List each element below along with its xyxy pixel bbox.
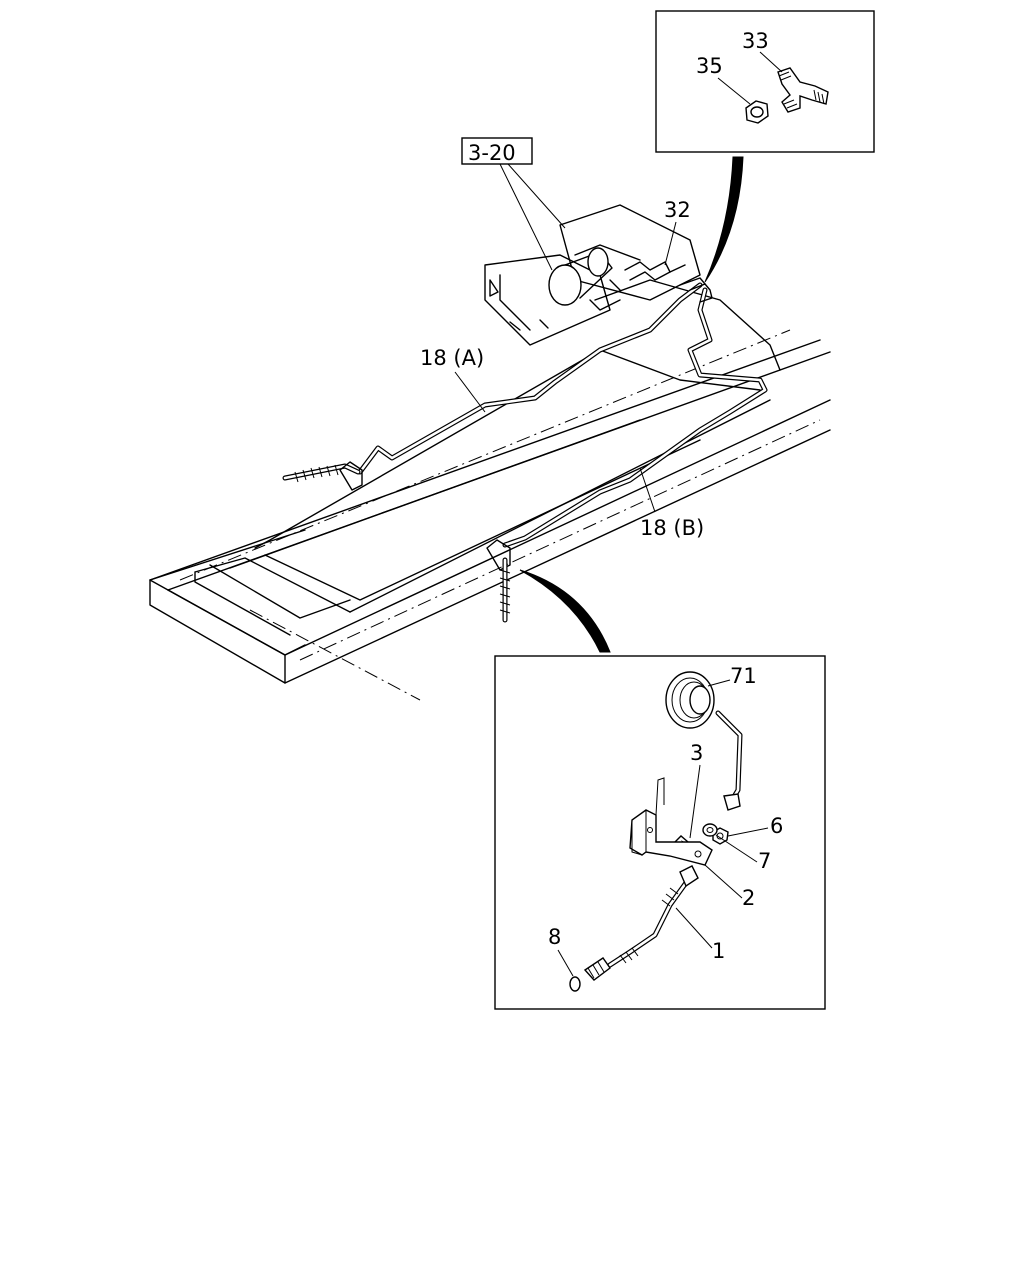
o-ring-8 xyxy=(569,976,581,992)
label-18b: 18 (B) xyxy=(640,516,704,540)
grommet-71 xyxy=(665,671,715,729)
label-1: 1 xyxy=(712,939,725,963)
bracket-32 xyxy=(624,261,713,303)
label-3: 3 xyxy=(690,741,703,765)
hose-left xyxy=(282,461,363,491)
pipe-18b xyxy=(502,287,768,548)
label-33: 33 xyxy=(742,29,769,53)
label-18a: 18 (A) xyxy=(420,346,484,370)
label-3-20: 3-20 xyxy=(468,141,516,165)
label-8: 8 xyxy=(548,925,561,949)
pipe-18a xyxy=(357,282,703,475)
pipe-end xyxy=(715,710,743,811)
label-2: 2 xyxy=(742,886,755,910)
hose-right xyxy=(486,539,511,623)
label-71: 71 xyxy=(730,664,757,688)
bracket-2 xyxy=(629,777,713,866)
cylinder-unit xyxy=(548,247,621,311)
reference-3-20: 3-20 xyxy=(461,137,566,271)
inset-top: 33 35 xyxy=(655,10,875,283)
label-35: 35 xyxy=(696,54,723,78)
nut-35 xyxy=(745,100,769,124)
tee-fitting-33 xyxy=(777,67,829,113)
label-7: 7 xyxy=(758,849,771,873)
chassis-frame xyxy=(149,204,831,701)
washer-7 xyxy=(702,823,718,837)
hose-1 xyxy=(583,865,699,981)
label-6: 6 xyxy=(770,814,783,838)
inset-bottom: 71 3 6 7 xyxy=(494,569,826,1010)
label-32: 32 xyxy=(664,198,691,222)
